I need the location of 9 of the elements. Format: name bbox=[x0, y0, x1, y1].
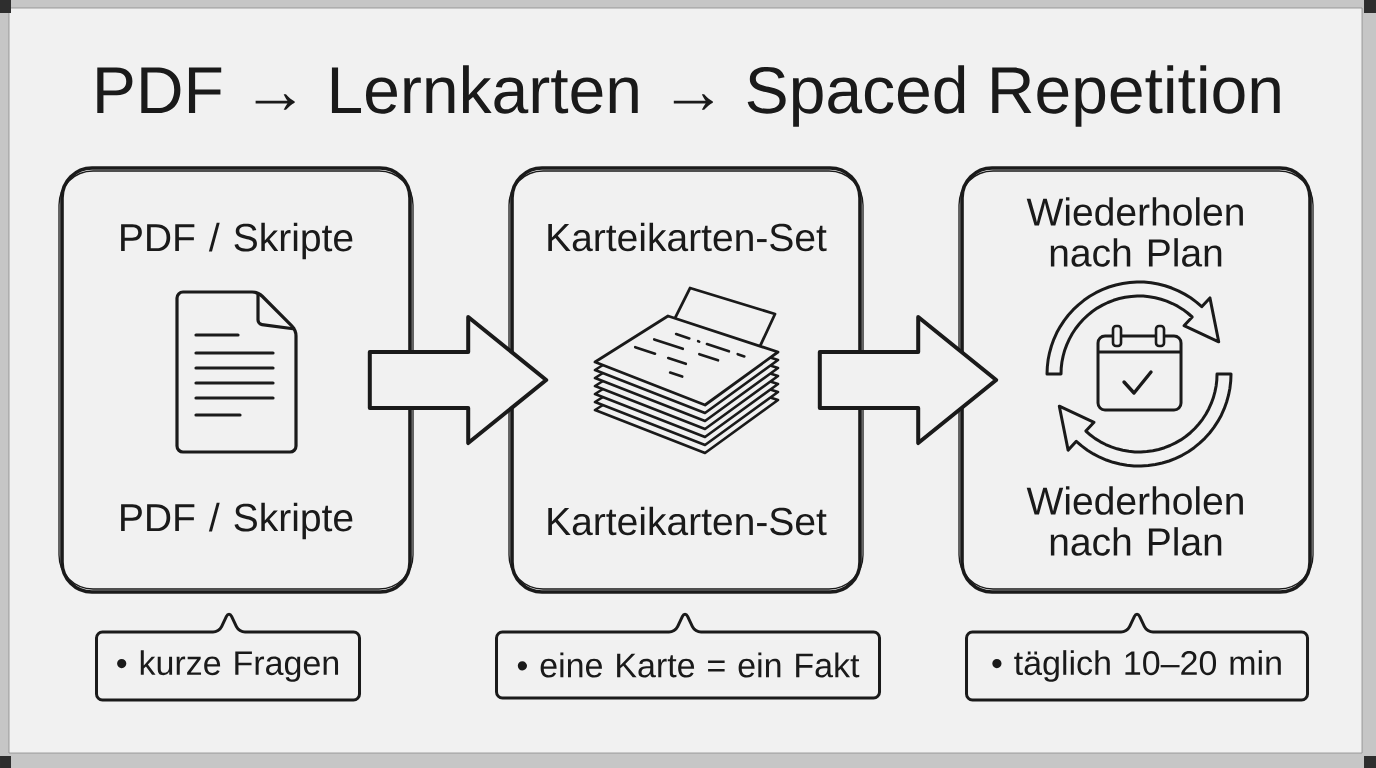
callout-bubble: • eine Karte = ein Fakt bbox=[495, 612, 881, 700]
callout-bubble: • kurze Fragen bbox=[95, 612, 361, 702]
process-box: Wiederholen nach Plan Wiederholen nach Plan bbox=[958, 166, 1314, 594]
callout-bubble: • täglich 10–20 min bbox=[965, 612, 1309, 702]
block-arrow bbox=[817, 315, 999, 445]
block-arrow bbox=[367, 315, 549, 445]
process-box: Karteikarten-Set Karteikarten-Set bbox=[508, 166, 864, 594]
title: PDF → Lernkarten → Spaced Repetition bbox=[97, 65, 1280, 127]
process-box: PDF / Skripte PDF / Skripte bbox=[58, 166, 414, 594]
